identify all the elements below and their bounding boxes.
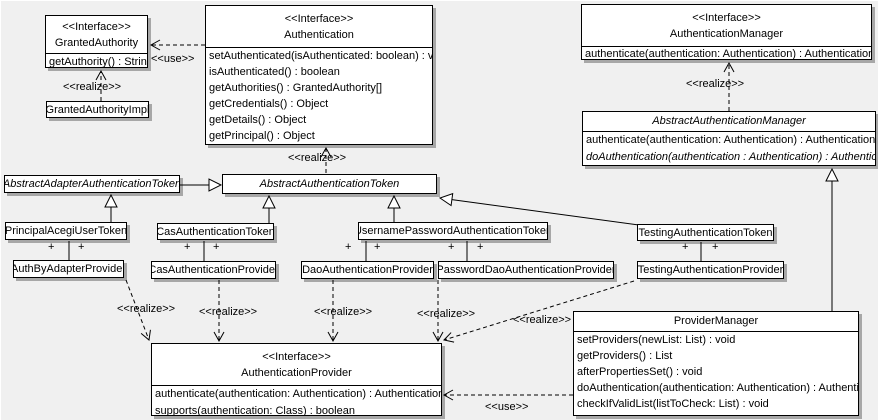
class-username-password-authentication-token[interactable]: UsernamePasswordAuthenticationToken <box>358 222 548 240</box>
method-label: isAuthenticated() : boolean <box>209 66 340 78</box>
class-cas-authentication-provider[interactable]: CasAuthenticationProvider <box>151 261 276 279</box>
class-password-dao-authentication-provider[interactable]: PasswordDaoAuthenticationProvider <box>438 261 614 279</box>
class-principal-acegi-user-token[interactable]: PrincipalAcegiUserToken <box>5 222 127 240</box>
realize-edge-label: <<realize>> <box>314 306 373 318</box>
method-label: setProviders(newList: List) : void <box>577 334 736 346</box>
class-name: TestingAuthenticationProvider <box>637 264 784 276</box>
association-plus-label: + <box>477 241 484 253</box>
class-name: TestingAuthenticationToken <box>638 226 773 239</box>
class-name: DaoAuthenticationProvider <box>302 264 433 276</box>
method-label: doAuthentication(authentication : Authen… <box>586 151 875 163</box>
class-name: PrincipalAcegiUserToken <box>5 225 127 237</box>
class-name: CasAuthenticationProvider <box>151 264 276 276</box>
association-plus-label: + <box>78 241 85 253</box>
method-label: authenticate(authentication: Authenticat… <box>585 48 871 60</box>
association-plus-label: + <box>184 241 191 253</box>
realize-edge-label: <<realize>> <box>513 314 572 326</box>
stereotype-label: <<Interface>> <box>284 13 354 25</box>
association-plus-label: + <box>448 241 455 253</box>
edge-realize-testingprovider <box>443 280 635 343</box>
class-name: PasswordDaoAuthenticationProvider <box>438 264 614 276</box>
class-name: GrantedAuthority <box>54 37 139 49</box>
method-label: doAuthentication(authentication: Authent… <box>577 382 858 394</box>
class-name: AuthenticationManager <box>669 28 784 40</box>
generalization-edges <box>111 169 832 311</box>
use-edge-label: <<use>> <box>485 401 529 413</box>
association-plus-label: + <box>682 241 689 253</box>
class-auth-by-adapter-provider[interactable]: AuthByAdapterProvider <box>13 260 124 278</box>
stereotype-label: <<Interface>> <box>692 12 761 24</box>
class-abstract-adapter-authentication-token[interactable]: AbstractAdapterAuthenticationToken <box>4 175 180 193</box>
method-label: checkIfValidList(listToCheck: List) : vo… <box>577 398 769 410</box>
association-edges <box>68 241 702 261</box>
class-provider-manager[interactable]: ProviderManager setProviders(newList: Li… <box>573 311 859 416</box>
edge-testingtoken-to-abstracttoken <box>440 198 640 226</box>
class-granted-authority-impl[interactable]: GrantedAuthorityImpl <box>46 101 149 118</box>
association-plus-label: + <box>712 241 719 253</box>
class-name: AbstractAuthenticationToken <box>259 178 400 190</box>
class-name: ProviderManager <box>673 315 759 327</box>
association-plus-label: + <box>48 241 55 253</box>
use-edge-label: <<use>> <box>151 53 195 65</box>
class-dao-authentication-provider[interactable]: DaoAuthenticationProvider <box>301 261 434 279</box>
class-abstract-authentication-token[interactable]: AbstractAuthenticationToken <box>222 174 437 194</box>
edge-realize-authbyadapter <box>125 279 151 341</box>
class-abstract-authentication-manager[interactable]: AbstractAuthenticationManager authentica… <box>582 111 876 166</box>
class-name: AuthByAdapterProvider <box>13 263 124 275</box>
class-name: UsernamePasswordAuthenticationToken <box>358 225 548 237</box>
association-plus-label: + <box>374 241 381 253</box>
method-label: getProviders() : List <box>577 350 673 362</box>
class-cas-authentication-token[interactable]: CasAuthenticationToken <box>157 223 274 240</box>
class-authentication-provider[interactable]: <<Interface>> AuthenticationProvider aut… <box>151 343 442 416</box>
method-label: supports(authentication: Class) : boolea… <box>155 405 355 416</box>
class-name: AuthenticationProvider <box>241 367 352 379</box>
method-label: getDetails() : Object <box>209 114 307 126</box>
method-label: afterPropertiesSet() : void <box>577 366 703 378</box>
realize-edge-label: <<realize>> <box>63 81 122 93</box>
realize-edge-label: <<realize>> <box>686 78 745 90</box>
method-label: setAuthenticated(isAuthenticated: boolea… <box>209 50 432 62</box>
association-plus-label: + <box>345 241 352 253</box>
method-label: getPrincipal() : Object <box>209 130 315 142</box>
realize-edge-label: <<realize>> <box>199 306 258 318</box>
class-name: AbstractAuthenticationManager <box>652 115 806 127</box>
method-label: getAuthorities() : GrantedAuthority[] <box>209 82 383 94</box>
class-name: AbstractAdapterAuthenticationToken <box>4 178 180 190</box>
realize-edge-label: <<realize>> <box>417 308 476 320</box>
class-testing-authentication-provider[interactable]: TestingAuthenticationProvider <box>637 261 784 279</box>
class-granted-authority[interactable]: <<Interface>> GrantedAuthority getAuthor… <box>45 15 148 68</box>
class-name: Authentication <box>284 29 354 41</box>
method-label: getAuthority() : String <box>49 56 147 68</box>
realize-edge-label: <<realize>> <box>288 152 347 164</box>
method-label: authenticate(authentication: Authenticat… <box>586 134 875 146</box>
class-authentication[interactable]: <<Interface>> Authentication setAuthenti… <box>205 5 433 145</box>
class-name: GrantedAuthorityImpl <box>46 103 149 116</box>
realize-use-edges <box>95 39 735 401</box>
method-label: getCredentials() : Object <box>209 98 329 110</box>
stereotype-label: <<Interface>> <box>262 351 331 363</box>
association-plus-label: + <box>213 241 220 253</box>
method-label: authenticate(authentication: Authenticat… <box>155 388 441 400</box>
class-name: CasAuthenticationToken <box>157 225 274 238</box>
realize-edge-label: <<realize>> <box>117 303 176 315</box>
class-authentication-manager[interactable]: <<Interface>> AuthenticationManager auth… <box>581 4 872 60</box>
class-testing-authentication-token[interactable]: TestingAuthenticationToken <box>637 224 774 241</box>
stereotype-label: <<Interface>> <box>62 21 131 33</box>
